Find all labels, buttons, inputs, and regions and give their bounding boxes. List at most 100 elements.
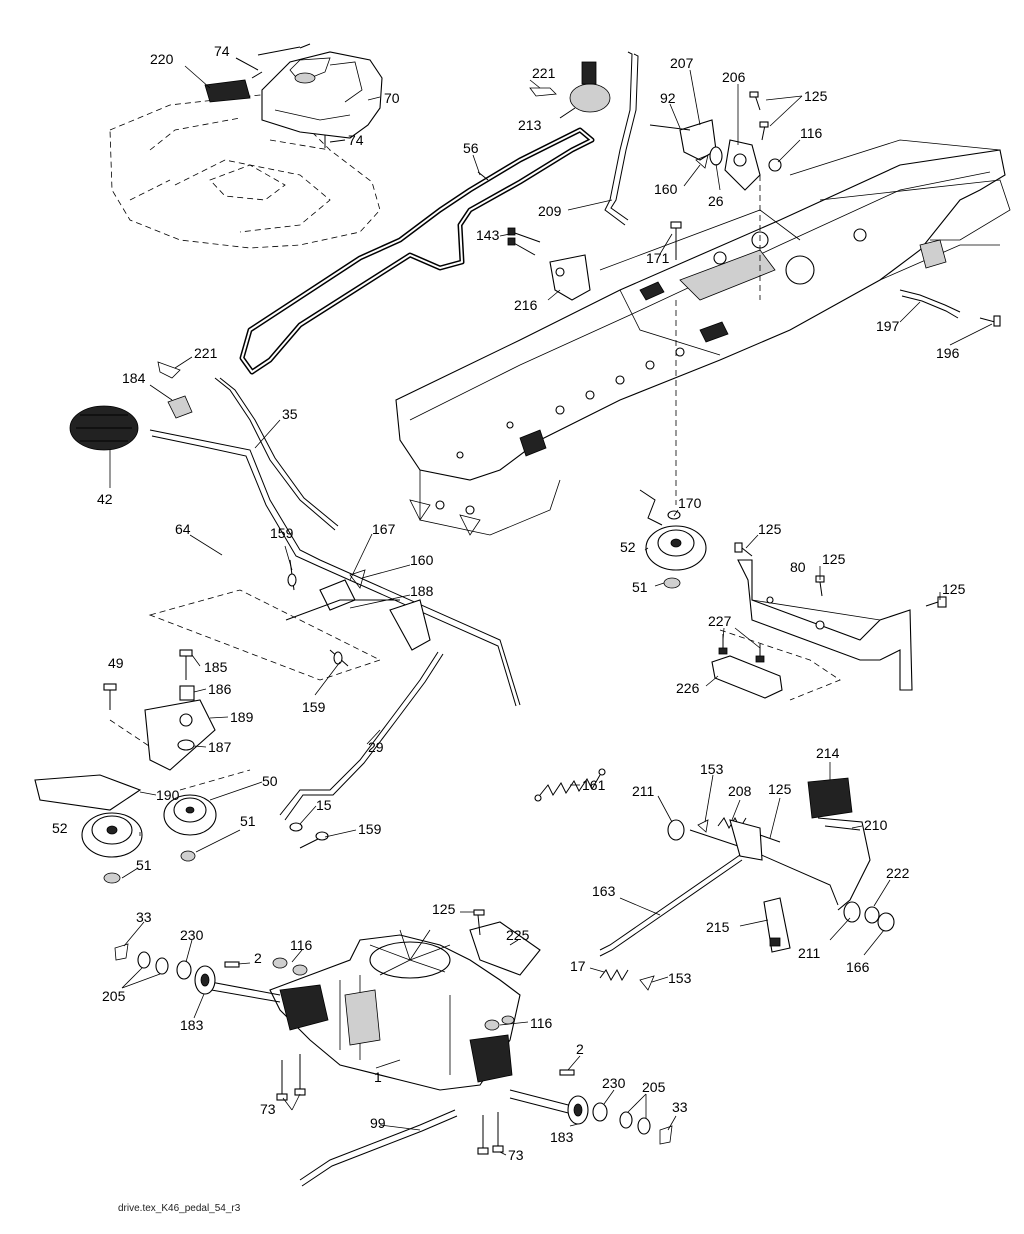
pin-159-bottom: [299, 831, 329, 849]
label-2: 2: [254, 950, 262, 966]
nut-51-left: [103, 872, 121, 884]
pulley-52-left: [81, 812, 143, 858]
label-190: 190: [156, 787, 180, 803]
pulley-50: [163, 794, 217, 836]
bar-188: [285, 599, 431, 651]
key-2-left: [224, 961, 240, 968]
lift-rod-209: [604, 51, 639, 226]
label-50: 50: [262, 773, 278, 789]
ring-166: [877, 912, 895, 932]
dashed-guide-right: [719, 629, 841, 701]
washer-230-right: [592, 1102, 608, 1122]
label-64: 64: [175, 521, 191, 537]
label-42: 42: [97, 491, 113, 507]
label-184: 184: [122, 370, 146, 386]
label-220: 220: [150, 51, 174, 67]
label-227: 227: [708, 613, 732, 629]
leader-lines: [109, 65, 993, 1156]
label-167: 167: [372, 521, 396, 537]
bearing-183-left: [194, 965, 216, 995]
label-52: 52: [52, 820, 68, 836]
spacer-211-bottom: [843, 901, 861, 923]
label-29: 29: [368, 739, 384, 755]
bolt-49: [103, 683, 117, 710]
knob-184: [167, 395, 193, 419]
rod-29: [279, 651, 444, 821]
label-216: 216: [514, 297, 538, 313]
clip-160-top: [695, 154, 709, 169]
label-99: 99: [370, 1115, 386, 1131]
bracket-225: [469, 921, 541, 976]
label-205: 205: [102, 988, 126, 1004]
bolt-125-transaxle: [473, 909, 485, 936]
label-186: 186: [208, 681, 232, 697]
nut-51-right: [663, 577, 681, 589]
label-116: 116: [800, 125, 823, 141]
pedal-210: [817, 817, 871, 911]
washers-205-right: [619, 1111, 651, 1135]
clip-221-top: [529, 87, 557, 97]
label-221: 221: [194, 345, 218, 361]
screws-74: [235, 43, 346, 148]
spring-17: [599, 968, 629, 982]
spring-161: [534, 768, 606, 802]
pulley-52-right: [645, 525, 707, 571]
label-205: 205: [642, 1079, 666, 1095]
label-153: 153: [700, 761, 724, 777]
label-226: 226: [676, 680, 700, 696]
clip-33-right: [659, 1125, 673, 1145]
clip-221-left: [157, 361, 181, 379]
dashed-axis-right: [675, 175, 761, 505]
label-92: 92: [660, 90, 676, 106]
part-labels: 220 74 70 74 221 213 56 207 206 92 125 1…: [52, 43, 966, 1163]
bolt-171: [670, 221, 682, 260]
bracket-206: [724, 139, 761, 191]
rod-197: [899, 289, 961, 319]
spacer-186: [179, 685, 195, 701]
label-209: 209: [538, 203, 562, 219]
label-215: 215: [706, 919, 730, 935]
label-51: 51: [240, 813, 256, 829]
label-187: 187: [208, 739, 232, 755]
grip-42: [69, 405, 139, 451]
bolt-185: [179, 649, 193, 680]
label-185: 185: [204, 659, 228, 675]
label-49: 49: [108, 655, 124, 671]
label-80: 80: [790, 559, 806, 575]
label-125: 125: [432, 901, 456, 917]
fender-part-70: [261, 51, 383, 139]
label-70: 70: [384, 90, 400, 106]
label-210: 210: [864, 817, 888, 833]
label-1: 1: [374, 1069, 382, 1085]
label-74: 74: [348, 132, 364, 148]
pad-214: [807, 777, 853, 819]
label-2: 2: [576, 1041, 584, 1057]
clip-153-top: [697, 819, 709, 833]
label-170: 170: [678, 495, 702, 511]
label-17: 17: [570, 958, 586, 974]
washers-205-left: [137, 951, 169, 975]
label-33: 33: [672, 1099, 688, 1115]
clip-160-left: [349, 569, 366, 589]
clip-33-left: [114, 943, 129, 961]
washer-187: [177, 739, 195, 751]
pad-part-220: [204, 79, 251, 103]
nut-51-mid: [180, 850, 196, 862]
label-230: 230: [602, 1075, 626, 1091]
label-15: 15: [316, 797, 332, 813]
washer-26: [709, 146, 723, 166]
label-222: 222: [886, 865, 910, 881]
plate-226: [711, 655, 783, 699]
label-183: 183: [550, 1129, 574, 1145]
label-159: 159: [358, 821, 382, 837]
label-35: 35: [282, 406, 298, 422]
label-160: 160: [410, 552, 434, 568]
drawing-filename: drive.tex_K46_pedal_54_r3: [118, 1203, 241, 1214]
bolts-73-right: [477, 1112, 504, 1155]
label-207: 207: [670, 55, 694, 71]
label-125: 125: [804, 88, 828, 104]
nuts-116-left: [272, 957, 308, 976]
plate-216: [549, 254, 591, 301]
label-161: 161: [582, 777, 606, 793]
label-159: 159: [302, 699, 326, 715]
